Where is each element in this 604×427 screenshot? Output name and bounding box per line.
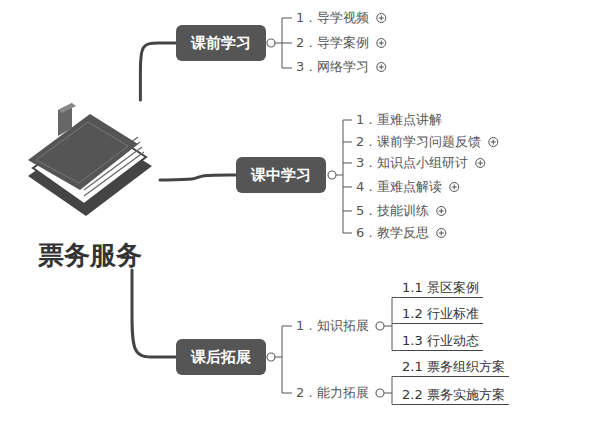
sub-item: 2.1 票务组织方案 — [400, 359, 509, 377]
list-item: 2．课前学习问题反馈 — [356, 134, 481, 150]
expand-icon — [377, 63, 386, 72]
branch-connector — [160, 175, 236, 180]
expand-icon — [377, 39, 386, 48]
expand-icon — [437, 207, 446, 216]
list-item: 1．导学视频 — [296, 10, 369, 26]
sub-item: 1.1 景区案例 — [400, 280, 483, 298]
node-text: 课前学习 — [188, 33, 254, 53]
sub-item: 1.3 行业动态 — [400, 333, 483, 351]
list-item: 2．导学案例 — [296, 35, 369, 51]
node-text: 课中学习 — [248, 165, 314, 185]
sub-item: 2.2 票务实施方案 — [400, 387, 509, 405]
list-item: 3．网络学习 — [296, 59, 369, 75]
topic-box: 课后拓展 — [176, 339, 266, 375]
expand-icon — [450, 183, 459, 192]
sub-item: 1.2 行业标准 — [400, 306, 483, 324]
list-item: 4．重难点解读 — [356, 179, 442, 195]
node-text: 票务服务 — [38, 240, 142, 270]
list-item: 6．教学反思 — [356, 225, 429, 241]
root-topic: 票务服务 — [20, 100, 160, 270]
node-text: 课后拓展 — [188, 347, 254, 367]
expand-icon — [377, 14, 386, 23]
branch-connector — [132, 270, 176, 357]
book-icon — [28, 103, 152, 216]
expand-icon — [476, 159, 485, 168]
list-item: 1．重难点讲解 — [356, 112, 442, 128]
expand-icon — [437, 229, 446, 238]
topic-box: 课中学习 — [236, 157, 326, 193]
topic-box: 课前学习 — [176, 25, 266, 61]
expand-icon — [489, 138, 498, 147]
list-item: 5．技能训练 — [356, 203, 429, 219]
list-item: 1．知识拓展 — [296, 318, 369, 334]
list-item: 2．能力拓展 — [296, 385, 369, 401]
branch-connector — [140, 43, 176, 100]
list-item: 3．知识点小组研讨 — [356, 155, 468, 171]
